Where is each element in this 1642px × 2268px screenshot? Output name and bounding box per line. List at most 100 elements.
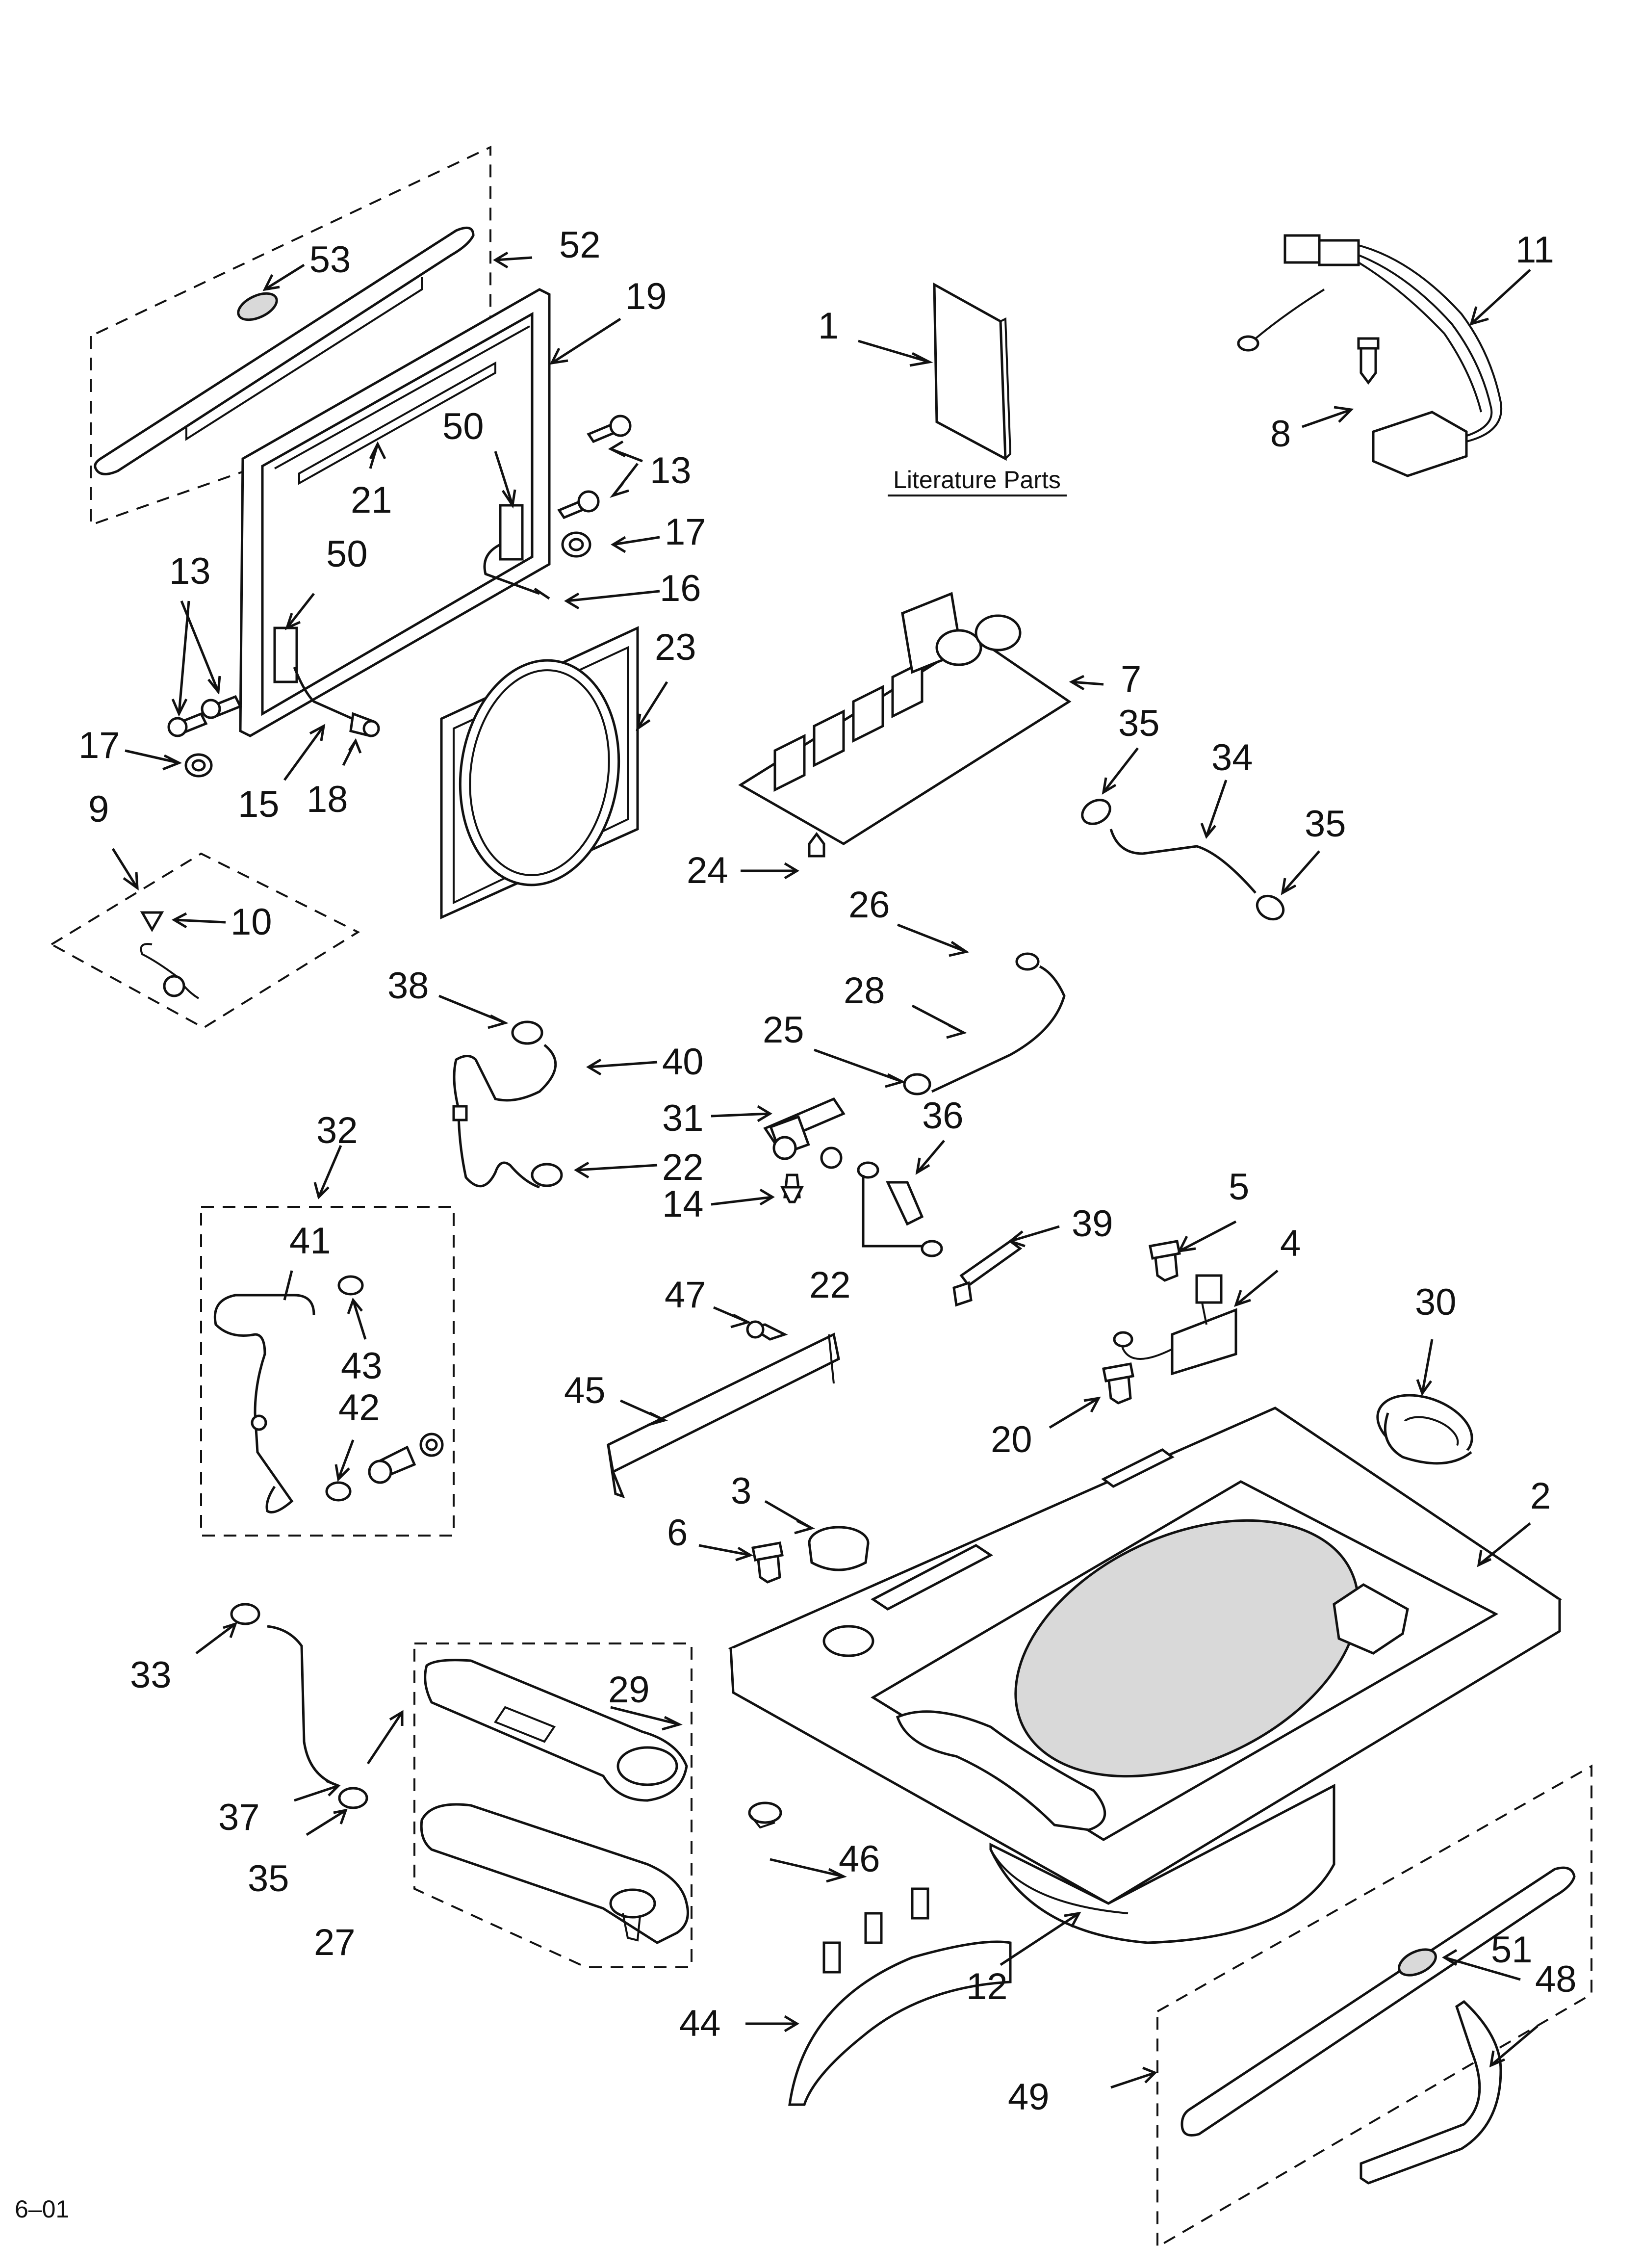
callout-35-upper-left: 35 [1118,703,1160,744]
hose-37 [230,1603,368,1809]
callout-21: 21 [351,479,392,521]
hose-kit-32 [213,1275,444,1513]
plug-51 [1398,1948,1437,1977]
callout-23: 23 [655,626,696,668]
switch-4 [1102,1240,1237,1405]
insulation-27-29 [420,1659,689,1944]
wire-harness-11 [1237,234,1503,477]
callout-49: 49 [1008,2076,1050,2118]
callout-4: 4 [1280,1223,1301,1264]
callout-41: 41 [289,1220,331,1262]
callout-22-right: 22 [809,1264,851,1306]
hose-34 [1081,799,1285,921]
callout-7: 7 [1121,658,1141,700]
callout-47: 47 [665,1274,706,1316]
callout-44: 44 [679,2003,721,2044]
callout-5: 5 [1229,1166,1249,1208]
valve-panel-7 [738,592,1072,858]
callout-13-right: 13 [650,450,692,492]
callout-42: 42 [338,1387,380,1429]
hinges [273,504,550,738]
lid-frame-19 [239,288,551,737]
part-drawings [94,226,1576,2185]
callout-12: 12 [966,1966,1008,2007]
callout-32: 32 [316,1110,358,1151]
trim-strip-52 [94,226,475,475]
callout-31: 31 [662,1097,704,1139]
callout-19: 19 [625,276,667,317]
callout-18: 18 [307,779,348,820]
callout-20: 20 [991,1419,1032,1460]
bracket-44 [788,1887,1012,2106]
callout-6: 6 [667,1512,688,1554]
callout-10: 10 [231,901,272,943]
group-box-49 [1156,1764,1592,2249]
callout-17-left: 17 [78,725,120,766]
callout-3: 3 [731,1470,751,1512]
leader-arrows [111,251,1539,2089]
callout-43: 43 [341,1345,383,1387]
callout-17-right: 17 [665,511,706,553]
callout-39: 39 [1072,1203,1113,1245]
callout-53: 53 [309,239,351,281]
callout-15: 15 [238,783,280,825]
hose-28 [903,952,1066,1095]
callout-2: 2 [1530,1475,1551,1517]
clip-46 [748,1801,782,1829]
grommet-30 [1376,1394,1473,1465]
callout-36: 36 [922,1095,964,1137]
literature-1 [888,282,1067,496]
callout-labels: 53 52 19 1 Literature Parts 11 8 50 13 2… [15,224,1577,2223]
group-box-27 [413,1642,693,1968]
bracket-45 [607,1320,840,1499]
callout-27: 27 [314,1922,356,1963]
callout-30: 30 [1415,1281,1457,1323]
group-box-9 [49,852,360,1029]
callout-16: 16 [660,568,701,609]
ring-3 [751,1526,870,1584]
callout-25: 25 [763,1009,804,1051]
plug-53 [237,292,278,321]
callout-40: 40 [662,1041,704,1083]
tee-fitting-31 [763,1097,846,1203]
callout-22-left: 22 [662,1147,704,1188]
callout-34: 34 [1211,737,1253,779]
callout-8: 8 [1270,413,1291,455]
callout-1: 1 [818,305,839,347]
callout-13-left: 13 [169,550,211,592]
callout-48: 48 [1535,1958,1577,2000]
tub-opening [1014,1519,1360,1778]
group-box-32 [200,1206,455,1537]
callout-11: 11 [1515,229,1554,271]
latch-kit-9 [140,911,200,999]
callout-35-lower: 35 [248,1858,289,1900]
hose-40 [452,1020,563,1189]
callout-52: 52 [559,224,601,266]
hose-36 [857,1161,943,1257]
callout-51: 51 [1491,1929,1533,1971]
callout-9: 9 [88,788,109,830]
screws-right [557,415,632,558]
callout-46: 46 [839,1838,880,1880]
trim-strip-49 [1180,1866,1576,2185]
callout-29: 29 [608,1669,650,1711]
callout-50-lower: 50 [326,533,368,575]
callout-24: 24 [687,850,728,891]
callout-26: 26 [848,884,890,926]
callout-50-upper: 50 [442,406,484,447]
literature-parts-label: Literature Parts [893,466,1061,494]
callout-37: 37 [218,1797,260,1838]
cover-39 [952,1239,1023,1307]
callout-35-upper-right: 35 [1305,803,1346,845]
callout-38: 38 [387,965,429,1007]
callout-45: 45 [564,1370,606,1411]
tub-ring-12 [989,1783,1335,1944]
top-panel-2 [728,1407,1562,1905]
footer-code: 6–01 [15,2195,69,2223]
window-23 [440,626,639,919]
screws-left [167,695,242,778]
callout-14: 14 [662,1183,704,1225]
callout-28: 28 [844,970,885,1012]
callout-33: 33 [130,1654,172,1696]
